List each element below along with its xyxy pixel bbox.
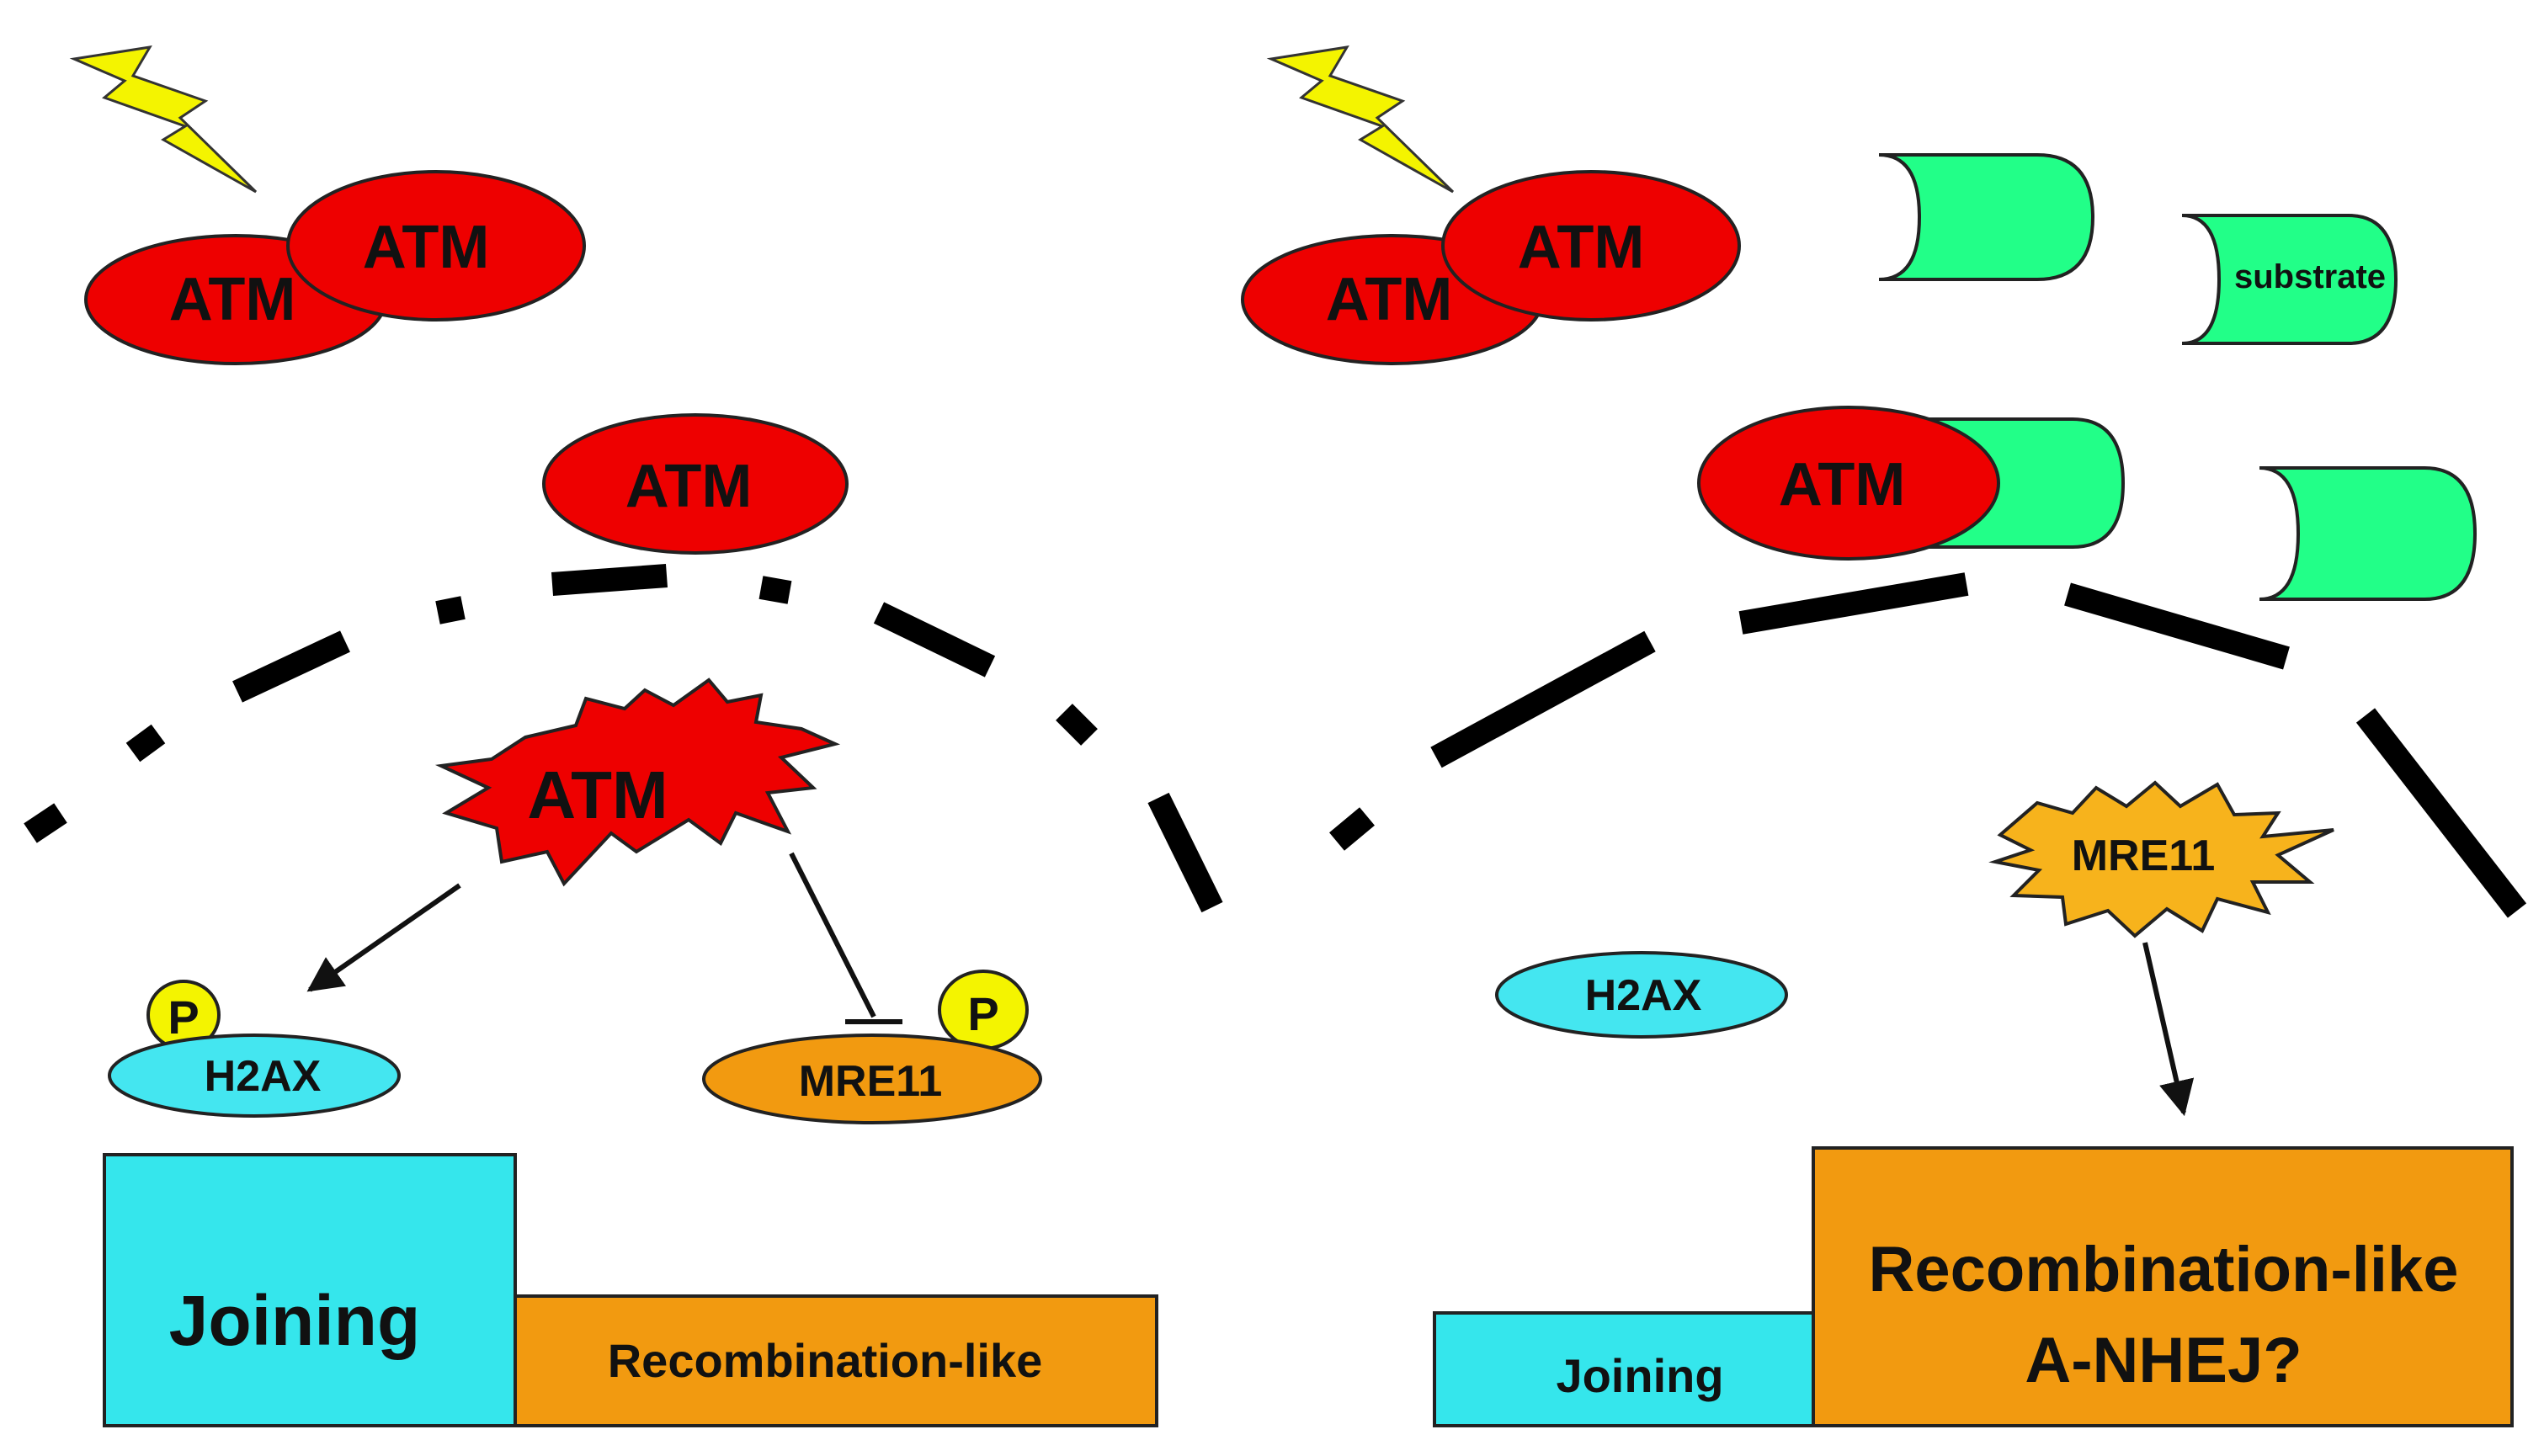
membrane-segment <box>1147 792 1223 913</box>
mre11-arrow <box>2142 942 2195 1117</box>
bolt-shape <box>1266 45 1455 194</box>
recombination-bar-label: Recombination-like <box>608 1334 1043 1387</box>
nuclear-membrane-right <box>1329 572 2527 918</box>
substrate-label: substrate <box>2234 258 2386 295</box>
joining-bar <box>103 1153 517 1427</box>
lightning-bolt-icon <box>1266 45 1455 194</box>
bound-atm-shape <box>1697 406 2000 561</box>
atm-monomer: ATM <box>542 413 849 555</box>
nuclear-membrane-left <box>24 564 1223 913</box>
substrate-unlabeled-1 <box>1878 153 2095 281</box>
mre11-label: MRE11 <box>799 1057 943 1106</box>
lightning-bolt-icon <box>69 45 258 194</box>
substrate-unlabeled-2 <box>2259 466 2477 601</box>
joining-bar-label: Joining <box>169 1281 421 1360</box>
substrate-labeled: substrate <box>2181 214 2398 345</box>
atm-dimer: ATM ATM <box>1241 170 1741 365</box>
membrane-segment <box>1430 630 1656 768</box>
atm-dimer-back-label: ATM <box>1326 266 1453 333</box>
membrane-segment <box>1738 572 1969 635</box>
inhibition-line <box>789 852 876 1018</box>
mre11-shape <box>702 1034 1042 1124</box>
atm-monomer-shape <box>542 413 849 555</box>
substrate-shape <box>2181 214 2398 345</box>
membrane-segment <box>232 630 350 703</box>
h2ax-label: H2AX <box>205 1052 322 1101</box>
atm-dimer-front-label: ATM <box>363 214 490 281</box>
h2ax-shape <box>108 1034 401 1118</box>
membrane-segment <box>24 803 67 843</box>
bolt-shape <box>69 45 258 194</box>
mre11-phosphorylated: P MRE11 <box>702 970 1042 1124</box>
atm-dimer-front <box>286 170 586 321</box>
phospho-label: P <box>168 991 199 1044</box>
atm-dimer: ATM ATM <box>84 170 586 365</box>
membrane-segment <box>435 596 466 624</box>
activated-atm: ATM <box>434 678 841 887</box>
h2ax-shape <box>1495 951 1788 1039</box>
atm-dimer-back-label: ATM <box>169 266 296 333</box>
substrate-shape <box>2259 466 2477 601</box>
activated-atm-label: ATM <box>527 757 668 832</box>
membrane-segment <box>758 576 792 604</box>
atm-dimer-front-label: ATM <box>1518 214 1645 281</box>
left-panel: ATM ATM ATM ATM <box>24 45 1223 1427</box>
atm-dimer-front <box>1441 170 1741 321</box>
joining-bar-label: Joining <box>1556 1349 1723 1402</box>
membrane-segment <box>873 602 996 678</box>
h2ax-unphosphorylated: H2AX <box>1495 951 1788 1039</box>
joining-bar <box>1433 1311 1815 1427</box>
atm-monomer-label: ATM <box>625 453 753 520</box>
membrane-segment <box>2064 582 2290 670</box>
atm-substrate-complex: ATM <box>1697 406 2126 561</box>
active-mre11: MRE11 <box>1988 780 2334 938</box>
activated-atm-burst <box>434 678 841 887</box>
active-mre11-label: MRE11 <box>2072 832 2216 880</box>
activation-arrow <box>306 883 461 992</box>
substrate-shape <box>1878 153 2095 281</box>
phospho-label: P <box>967 987 998 1040</box>
recombination-bar <box>1812 1146 2514 1427</box>
inhibition-arrow <box>789 852 902 1024</box>
left-outcome-bars: Joining Recombination-like <box>103 1153 1158 1427</box>
recombination-bar-label-line1: Recombination-like <box>1869 1234 2459 1305</box>
right-panel: ATM ATM substrate ATM <box>1241 45 2527 1427</box>
membrane-segment <box>551 564 668 596</box>
recombination-bar-label-line2: A-NHEJ? <box>2025 1325 2302 1396</box>
h2ax-label: H2AX <box>1585 971 1702 1020</box>
membrane-segment <box>125 724 166 763</box>
active-mre11-burst <box>1988 780 2334 938</box>
membrane-segment <box>1056 704 1098 746</box>
membrane-segment <box>2355 708 2527 918</box>
membrane-segment <box>1329 807 1375 851</box>
recombination-bar <box>514 1294 1158 1427</box>
bound-atm-label: ATM <box>1779 451 1906 518</box>
h2ax-phosphorylated: P H2AX <box>108 980 401 1118</box>
right-outcome-bars: Joining Recombination-like A-NHEJ? <box>1433 1146 2514 1427</box>
